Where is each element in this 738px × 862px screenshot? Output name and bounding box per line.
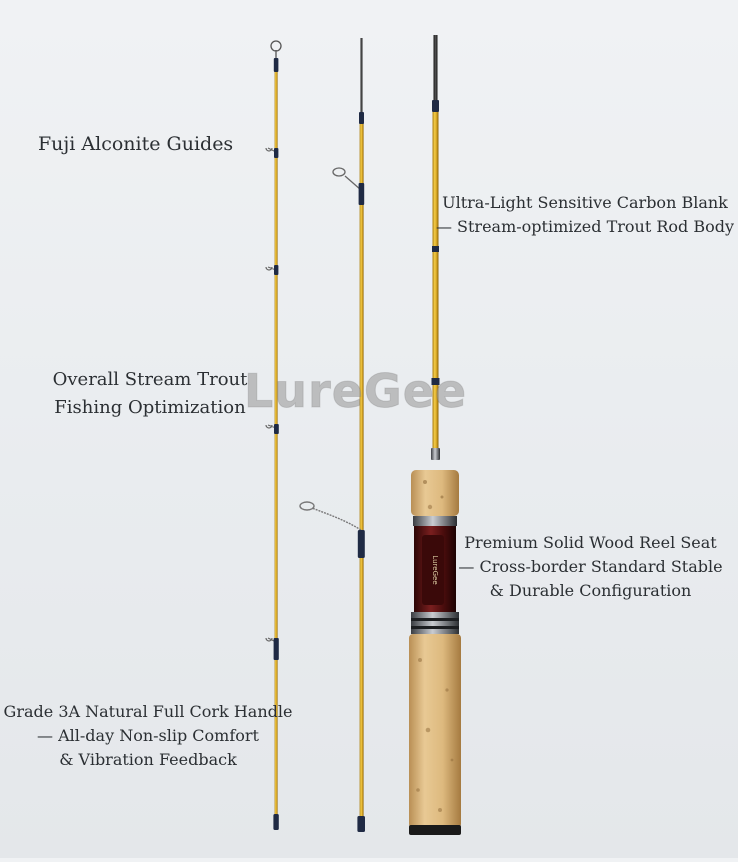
label-line: Ultra-Light Sensitive Carbon Blank (442, 193, 728, 212)
rod-tip-section (265, 40, 282, 830)
rod-butt-section: LureGee (409, 35, 461, 835)
label-cork-handle: Grade 3A Natural Full Cork Handle — All-… (0, 700, 296, 772)
reel-seat-brand: LureGee (431, 555, 439, 584)
brand-watermark: LureGee (243, 364, 468, 419)
label-line: — All-day Non-slip Comfort (37, 726, 259, 745)
label-line: Grade 3A Natural Full Cork Handle (3, 702, 293, 721)
label-line: Premium Solid Wood Reel Seat (464, 533, 717, 552)
label-reel-seat: Premium Solid Wood Reel Seat — Cross-bor… (438, 531, 738, 603)
label-line: — Cross-border Standard Stable (458, 557, 723, 576)
label-fuji-guides: Fuji Alconite Guides (38, 131, 233, 157)
label-line: — Stream-optimized Trout Rod Body (435, 217, 735, 236)
label-line: Fishing Optimization (54, 397, 246, 418)
label-line: Fuji Alconite Guides (38, 133, 234, 155)
rod-mid-section (299, 38, 365, 832)
label-line: & Vibration Feedback (59, 750, 237, 769)
label-stream-optimization: Overall Stream Trout Fishing Optimizatio… (40, 366, 260, 422)
label-carbon-blank: Ultra-Light Sensitive Carbon Blank — Str… (420, 191, 738, 239)
label-line: & Durable Configuration (489, 581, 692, 600)
label-line: Overall Stream Trout (52, 369, 248, 390)
